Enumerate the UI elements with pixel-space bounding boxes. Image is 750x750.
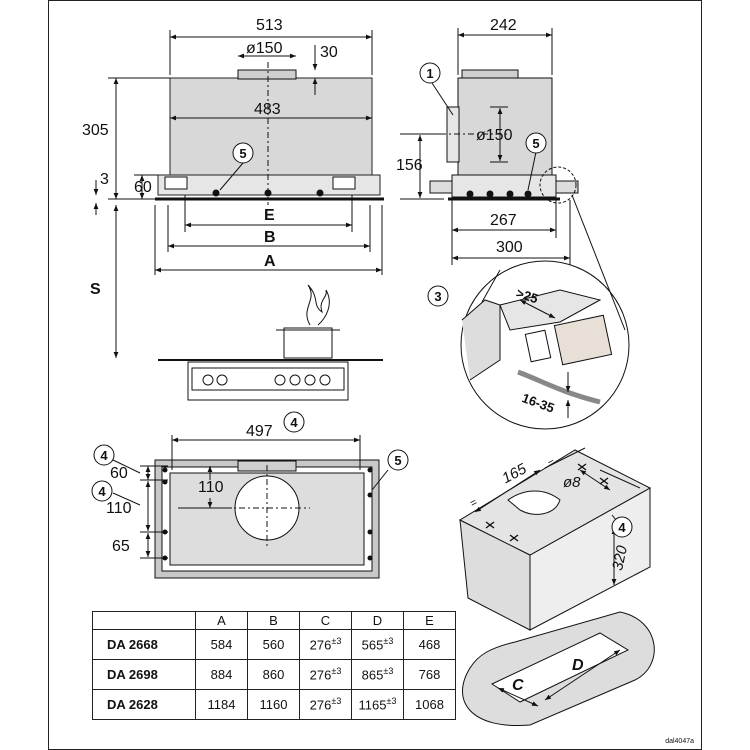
svg-text:5: 5: [394, 453, 401, 468]
dim-gt25: >25: [514, 285, 540, 306]
table-cell: 276±3: [299, 689, 352, 720]
callout-5-plan: 5: [387, 449, 409, 471]
svg-text:4: 4: [100, 448, 108, 463]
model-cell: DA 2668: [92, 629, 196, 660]
table-header-row: A B C D E: [92, 611, 456, 630]
dim-3: 3: [100, 171, 109, 188]
model-cell: DA 2628: [92, 689, 196, 720]
cabinet-iso-view: [458, 447, 655, 727]
side-view: [400, 28, 626, 331]
callout-4-cabinet: 4: [611, 516, 633, 538]
dim-60: 60: [134, 179, 152, 196]
dim-dia-8: ø8: [563, 474, 581, 491]
bottom-plan-view: [112, 435, 389, 579]
table-header-cell: B: [247, 611, 300, 630]
table-cell: 1165±3: [351, 689, 404, 720]
dim-label-b: B: [264, 229, 276, 246]
dim-30: 30: [320, 44, 338, 61]
dim-156: 156: [396, 157, 423, 174]
svg-text:5: 5: [532, 136, 539, 151]
dim-label-s: S: [90, 281, 101, 298]
model-cell: DA 2698: [92, 659, 196, 690]
table-cell: 276±3: [299, 659, 352, 690]
callout-3-detail: 3: [427, 285, 449, 307]
callout-4-left-1: 4: [93, 444, 115, 466]
document-code: dal4047a: [665, 738, 694, 745]
dim-300: 300: [496, 239, 523, 256]
table-header-cell: D: [351, 611, 404, 630]
table-cell: 1068: [403, 689, 456, 720]
table-cell: 884: [195, 659, 248, 690]
equal-mark-left: =: [468, 496, 479, 510]
table-cell: 860: [247, 659, 300, 690]
dim-483: 483: [254, 101, 281, 118]
callouts: 5 1 5 3 4 4 4 5 4: [91, 62, 633, 538]
svg-text:1: 1: [426, 66, 433, 81]
callout-4-top: 4: [283, 411, 305, 433]
dim-label-d: D: [572, 657, 584, 674]
dim-110-left: 110: [106, 500, 132, 517]
dim-label-e: E: [264, 207, 275, 224]
table-cell: 1160: [247, 689, 300, 720]
svg-text:4: 4: [618, 520, 626, 535]
table-header-cell: C: [299, 611, 352, 630]
dim-dia-150-side: ø150: [476, 127, 513, 144]
dim-267: 267: [490, 212, 517, 229]
table-header-cell: [92, 611, 196, 630]
svg-text:4: 4: [98, 484, 106, 499]
dim-513: 513: [256, 17, 283, 34]
dim-label-a: A: [264, 253, 276, 270]
dimension-table: A B C D E DA 2668 584 560 276±3 565±3 46…: [92, 611, 456, 720]
dim-110-inner: 110: [198, 479, 224, 496]
table-cell: 560: [247, 629, 300, 660]
callout-5-front: 5: [232, 142, 254, 164]
table-cell: 276±3: [299, 629, 352, 660]
table-cell: 865±3: [351, 659, 404, 690]
svg-text:5: 5: [239, 146, 246, 161]
dim-dia-150-top: ø150: [246, 40, 283, 57]
table-row: DA 2668 584 560 276±3 565±3 468: [92, 629, 456, 660]
table-cell: 768: [403, 659, 456, 690]
dim-60-left: 60: [110, 465, 128, 482]
callout-1-side: 1: [419, 62, 441, 84]
table-row: DA 2698 884 860 276±3 865±3 768: [92, 659, 456, 690]
table-header-cell: A: [195, 611, 248, 630]
table-cell: 584: [195, 629, 248, 660]
detail-view: [460, 260, 630, 430]
svg-text:4: 4: [290, 415, 298, 430]
callout-5-side: 5: [525, 132, 547, 154]
table-cell: 468: [403, 629, 456, 660]
table-cell: 565±3: [351, 629, 404, 660]
dim-305: 305: [82, 122, 109, 139]
dim-242: 242: [490, 17, 517, 34]
front-view: [93, 30, 384, 401]
callout-4-left-2: 4: [91, 480, 113, 502]
equal-mark-right: =: [546, 456, 557, 470]
dim-320: 320: [609, 543, 631, 572]
dim-65-left: 65: [112, 538, 130, 555]
table-header-cell: E: [403, 611, 456, 630]
dim-label-c: C: [512, 677, 524, 694]
svg-text:3: 3: [434, 289, 441, 304]
dim-497: 497: [246, 423, 273, 440]
dim-16-35: 16-35: [520, 390, 556, 415]
table-row: DA 2628 1184 1160 276±3 1165±3 1068: [92, 689, 456, 720]
table-cell: 1184: [195, 689, 248, 720]
